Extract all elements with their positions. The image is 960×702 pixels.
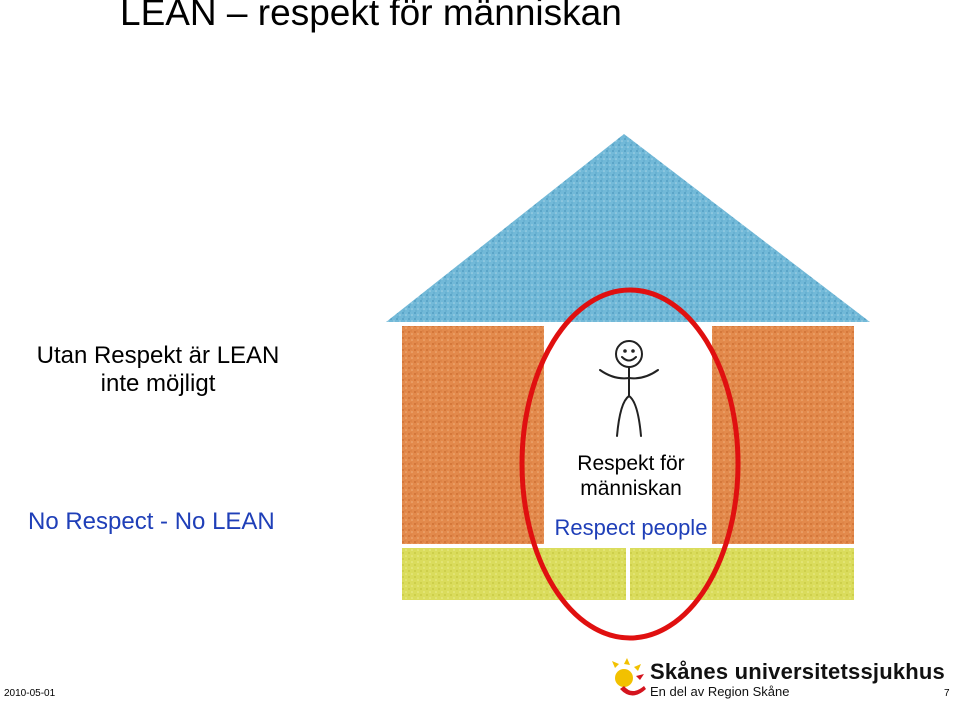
left-statement-line-2: inte möjligt [100,370,216,397]
house-roof [386,134,870,322]
stick-figure-icon [599,340,659,437]
center-label-line-2: människan [580,477,682,500]
slide-title: LEAN – respekt för människan [120,0,622,33]
left-statement-line-1: Utan Respekt är LEAN [36,342,280,369]
center-label-english: Respect people [554,515,708,540]
center-label: Respekt för människan [520,451,742,501]
page-number: 7 [944,688,950,699]
house-foundation-right [630,548,854,600]
logo-name: Skånes universitetssjukhus [650,659,945,684]
logo-sun-icon [612,658,646,696]
left-statement: Utan Respekt är LEAN inte möjligt [18,342,298,398]
house-foundation-left [402,548,626,600]
left-statement-english: No Respect - No LEAN [28,508,275,535]
center-label-line-1: Respekt för [577,452,685,475]
house-wall-left [402,326,544,544]
logo-subtitle: En del av Region Skåne [650,684,790,699]
footer-date: 2010-05-01 [4,688,56,699]
highlight-ellipse [519,287,741,641]
